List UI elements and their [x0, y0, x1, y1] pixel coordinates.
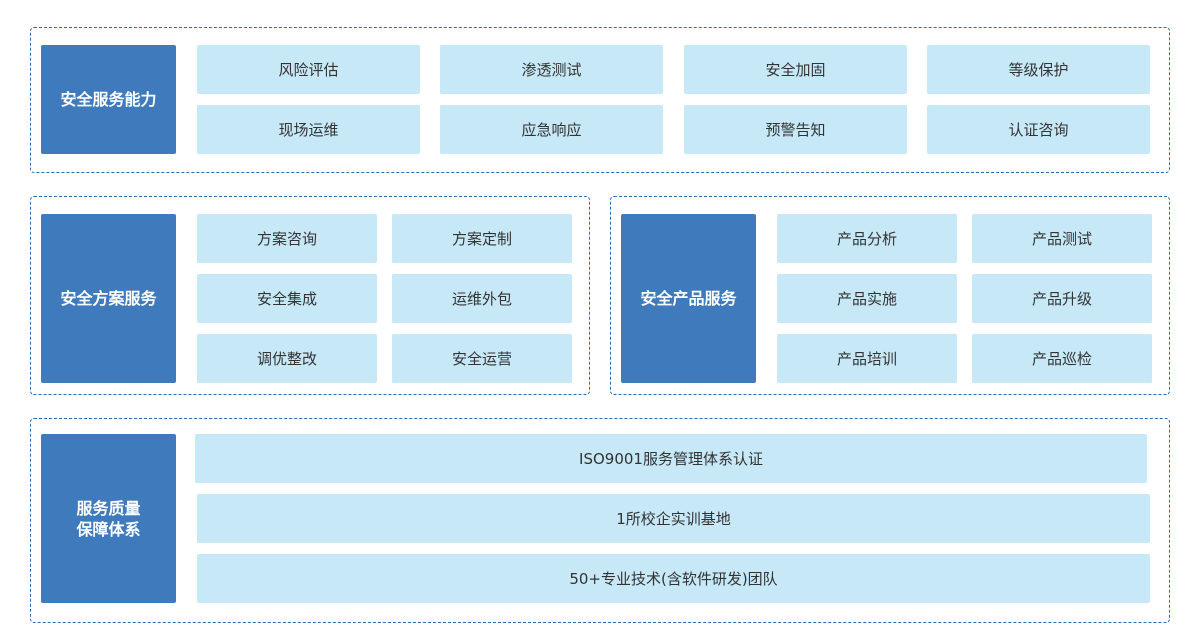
capability-item: 现场运维: [197, 105, 420, 154]
capability-item: 安全加固: [684, 45, 907, 94]
product-item: 产品巡检: [972, 334, 1152, 383]
solution-item: 运维外包: [392, 274, 572, 323]
capability-item: 等级保护: [927, 45, 1150, 94]
quality-item: ISO9001服务管理体系认证: [195, 434, 1147, 483]
solution-item: 安全运营: [392, 334, 572, 383]
product-item: 产品分析: [777, 214, 957, 263]
solution-item: 方案咨询: [197, 214, 377, 263]
solution-item: 调优整改: [197, 334, 377, 383]
capability-item: 预警告知: [684, 105, 907, 154]
product-item: 产品升级: [972, 274, 1152, 323]
solution-title: 安全方案服务: [41, 214, 176, 383]
quality-title: 服务质量 保障体系: [41, 434, 176, 603]
solution-item: 安全集成: [197, 274, 377, 323]
product-item: 产品培训: [777, 334, 957, 383]
capability-item: 认证咨询: [927, 105, 1150, 154]
product-item: 产品实施: [777, 274, 957, 323]
quality-item: 50+专业技术(含软件研发)团队: [197, 554, 1150, 603]
quality-item: 1所校企实训基地: [197, 494, 1150, 543]
capability-title: 安全服务能力: [41, 45, 176, 154]
product-item: 产品测试: [972, 214, 1152, 263]
capability-item: 风险评估: [197, 45, 420, 94]
solution-item: 方案定制: [392, 214, 572, 263]
product-title: 安全产品服务: [621, 214, 756, 383]
capability-item: 应急响应: [440, 105, 663, 154]
capability-item: 渗透测试: [440, 45, 663, 94]
